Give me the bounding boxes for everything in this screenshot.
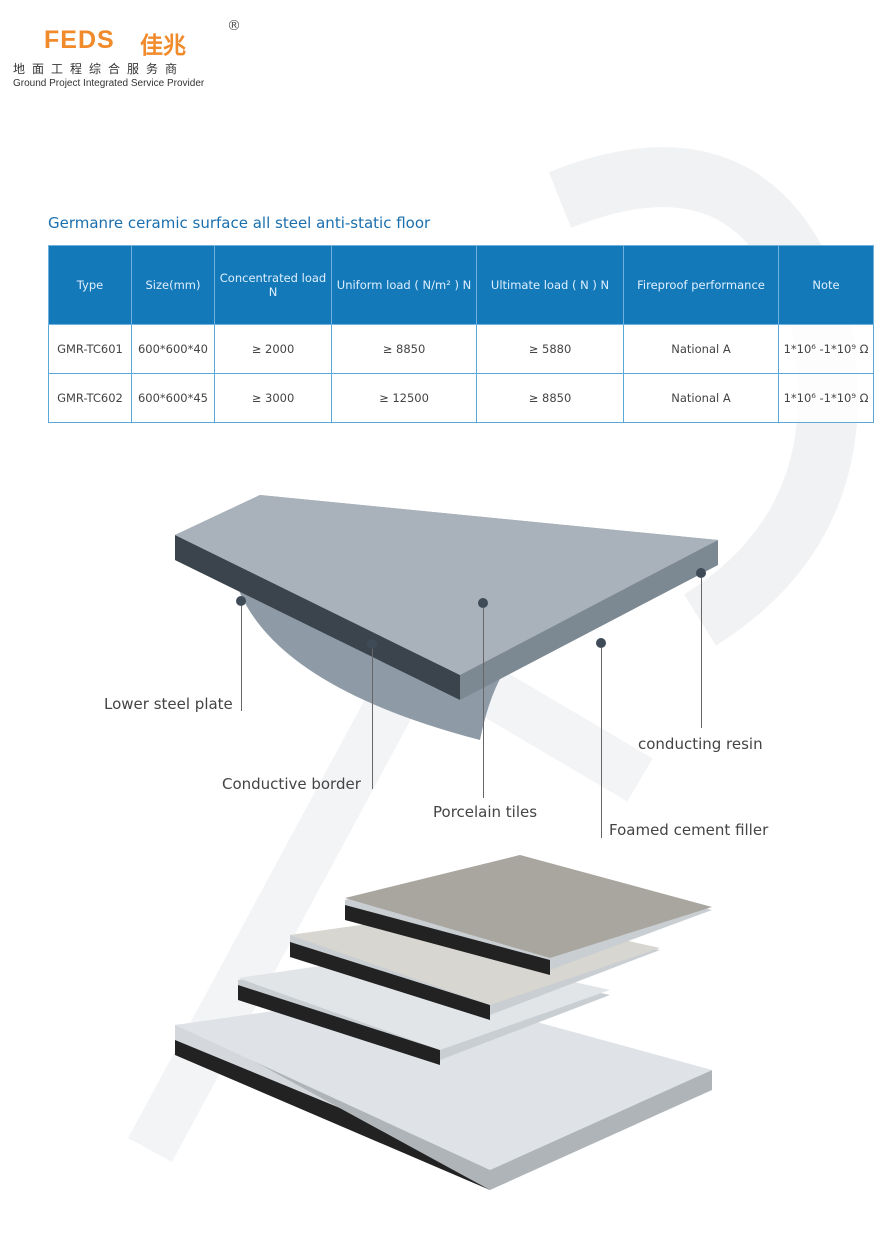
registered-mark: ®: [227, 18, 241, 34]
header-ultimate-load: Ultimate load ( N ) N: [476, 245, 624, 325]
floor-panel-diagram: [175, 495, 718, 740]
cell: ≥ 12500: [331, 373, 477, 423]
tagline-en: Ground Project Integrated Service Provid…: [13, 78, 205, 89]
stacked-panels-image: [175, 855, 712, 1190]
cell: ≥ 3000: [214, 373, 332, 423]
cell: National A: [623, 373, 779, 423]
header-concentrated-load: Concentrated load N: [214, 245, 332, 325]
cell: 1*10⁶ -1*10⁹ Ω: [778, 373, 874, 423]
logo-brand-en: FEDS: [44, 26, 115, 54]
header-type: Type: [48, 245, 132, 325]
table-header: Type Size(mm) Concentrated load N Unifor…: [48, 245, 874, 325]
cell: GMR-TC601: [48, 324, 132, 374]
spec-table: Type Size(mm) Concentrated load N Unifor…: [48, 245, 874, 423]
label-lower-steel-plate: Lower steel plate: [104, 695, 233, 713]
header-uniform-load: Uniform load ( N/m² ) N: [331, 245, 477, 325]
header-fireproof: Fireproof performance: [623, 245, 779, 325]
marker-foamed-cement: [596, 638, 606, 648]
cell: 600*600*40: [131, 324, 215, 374]
marker-conducting-resin: [696, 568, 706, 578]
marker-porcelain-tiles: [478, 598, 488, 608]
label-conducting-resin: conducting resin: [638, 735, 763, 753]
cell: 600*600*45: [131, 373, 215, 423]
marker-conductive-border: [367, 639, 377, 649]
header-size: Size(mm): [131, 245, 215, 325]
cell: National A: [623, 324, 779, 374]
cell: GMR-TC602: [48, 373, 132, 423]
cell: ≥ 8850: [331, 324, 477, 374]
cell: ≥ 5880: [476, 324, 624, 374]
cell: ≥ 2000: [214, 324, 332, 374]
label-porcelain-tiles: Porcelain tiles: [433, 803, 538, 821]
cell: ≥ 8850: [476, 373, 624, 423]
logo-brand-cn: 佳兆: [140, 33, 186, 59]
label-conductive-border: Conductive border: [222, 775, 361, 793]
header-note: Note: [778, 245, 874, 325]
page-title: Germanre ceramic surface all steel anti-…: [48, 214, 431, 232]
cell: 1*10⁶ -1*10⁹ Ω: [778, 324, 874, 374]
tagline-cn: 地面工程综合服务商: [13, 62, 185, 76]
marker-lower-steel-plate: [236, 596, 246, 606]
label-foamed-cement-filler: Foamed cement filler: [609, 821, 769, 839]
